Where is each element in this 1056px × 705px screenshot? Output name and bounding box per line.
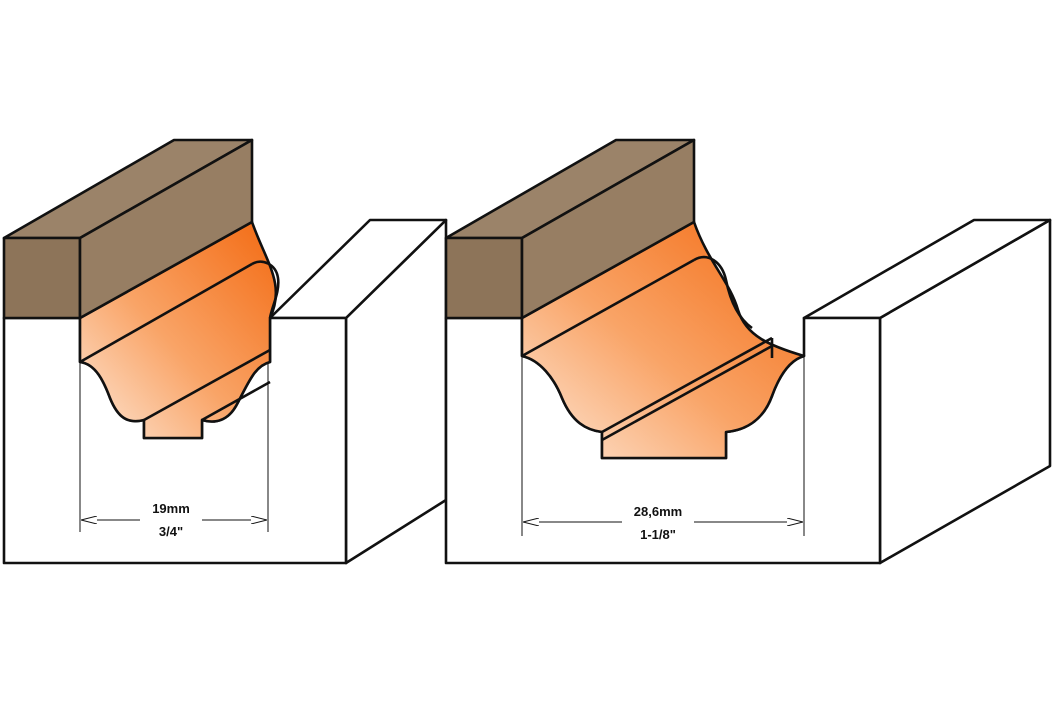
dimension-left: 19mm 3/4" [79, 362, 269, 542]
shank-block-left [2, 138, 254, 320]
cutter-profile-right [520, 220, 806, 460]
dimension-right-metric: 28,6mm [634, 504, 682, 519]
dimension-right: 28,6mm 1-1/8" [521, 356, 805, 546]
profile-right: 28,6mm 1-1/8" [444, 138, 1052, 565]
cutter-profile-left [78, 220, 280, 440]
workpiece-right [444, 218, 1052, 565]
dimension-left-imperial: 3/4" [159, 524, 183, 539]
workpiece-left [2, 218, 448, 565]
dimension-right-imperial: 1-1/8" [640, 527, 676, 542]
shank-block-right [444, 138, 696, 320]
profile-left: 19mm 3/4" [2, 138, 448, 565]
dimension-left-metric: 19mm [152, 501, 190, 516]
